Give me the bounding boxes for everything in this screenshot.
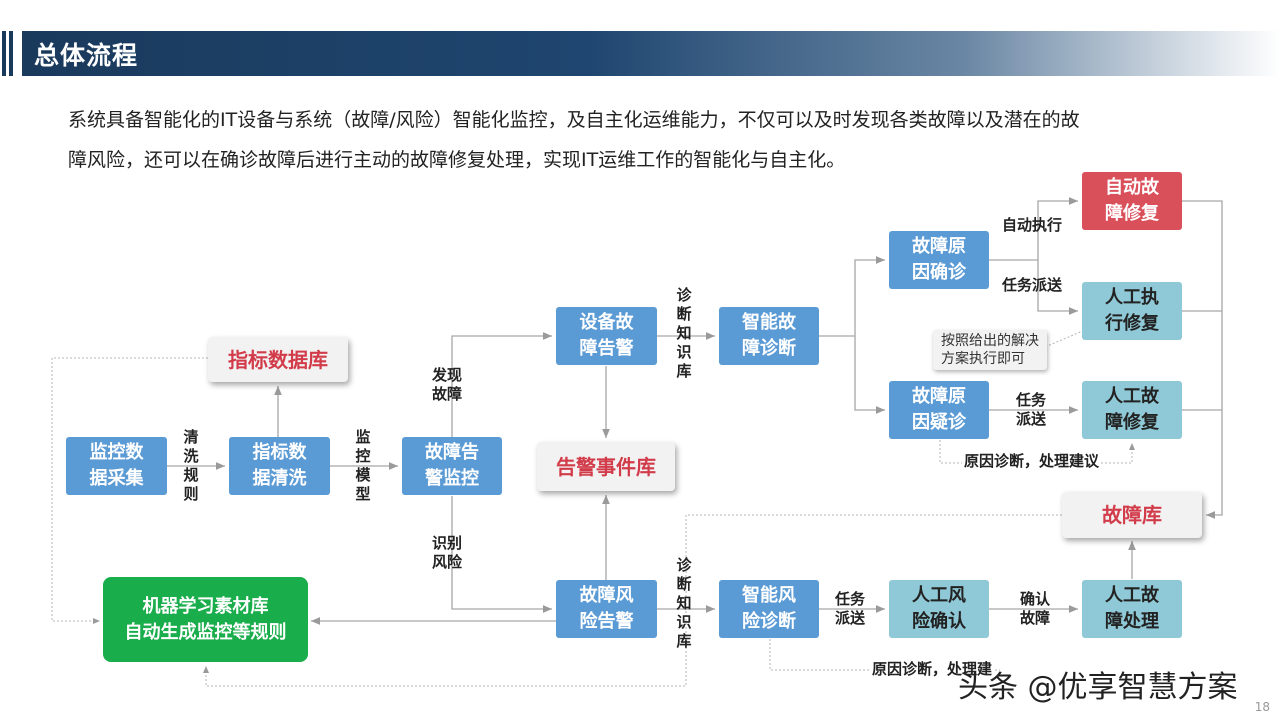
label-task-dispatch: 任务 派送 — [1016, 391, 1047, 428]
node-ml-library: 机器学习素材库 自动生成监控等规则 — [103, 577, 308, 662]
label-monitor-model: 监控模型 — [355, 428, 371, 503]
fault-database-label: 故障库 — [1102, 503, 1162, 527]
node-risk-alarm: 故障风 险告警 — [556, 580, 657, 638]
label-auto-exec: 自动执行 — [1002, 216, 1063, 234]
node-manual-risk-confirm: 人工风 险确认 — [889, 580, 989, 638]
fault-database: 故障库 — [1062, 492, 1202, 538]
node-alarm-monitoring: 故障告 警监控 — [402, 437, 502, 495]
page-title: 总体流程 — [34, 41, 139, 70]
intro-paragraph: 系统具备智能化的IT设备与系统（故障/风险）智能化监控，及自主化运维能力，不仅可… — [68, 100, 1218, 180]
page-number: 18 — [1254, 700, 1270, 714]
node-auto-repair: 自动故 障修复 — [1082, 172, 1182, 230]
node-data-collection: 监控数 据采集 — [66, 437, 167, 495]
tooltip-exec-solution: 按照给出的解决 方案执行即可 — [933, 330, 1047, 370]
label-task-dispatch: 任务派送 — [1002, 276, 1063, 294]
label-confirm-fault: 确认 故障 — [1020, 590, 1051, 627]
intro-line: 障风险，还可以在确诊故障后进行主动的故障修复处理，实现IT运维工作的智能化与自主… — [68, 149, 846, 171]
node-cause-confirmed: 故障原 因确诊 — [889, 231, 989, 289]
node-smart-fault-diagnosis: 智能故 障诊断 — [719, 307, 819, 365]
node-device-fault-alarm: 设备故 障告警 — [556, 307, 657, 365]
label-cause-advice: 原因诊断，处理建议 — [962, 452, 1102, 471]
label-identify-risk: 识别 风险 — [432, 534, 463, 571]
label-find-fault: 发现 故障 — [432, 366, 463, 403]
header-accent-bar — [2, 31, 6, 76]
header-banner — [22, 31, 1280, 76]
intro-line: 系统具备智能化的IT设备与系统（故障/风险）智能化监控，及自主化运维能力，不仅可… — [68, 109, 1080, 131]
node-manual-repair: 人工故 障修复 — [1082, 381, 1182, 439]
node-manual-fault-handling: 人工故 障处理 — [1082, 580, 1182, 638]
header-accent-bar — [9, 31, 13, 76]
label-clean-rules: 清洗规则 — [183, 428, 199, 503]
label-cause-advice-bottom: 原因诊断，处理建 — [870, 660, 995, 679]
label-diag-knowledge-base: 诊断知识库 — [676, 286, 692, 380]
alarm-event-database: 告警事件库 — [537, 442, 675, 491]
node-metric-cleaning: 指标数 据清洗 — [229, 437, 330, 495]
metrics-database: 指标数据库 — [208, 337, 348, 382]
watermark: 头条 @优享智慧方案 — [958, 670, 1238, 705]
label-task-dispatch: 任务 派送 — [835, 590, 866, 627]
node-smart-risk-diagnosis: 智能风 险诊断 — [719, 580, 819, 638]
label-diag-knowledge-base: 诊断知识库 — [676, 556, 692, 650]
metrics-database-label: 指标数据库 — [228, 347, 328, 372]
alarm-event-database-label: 告警事件库 — [556, 454, 656, 479]
node-manual-exec-repair: 人工执 行修复 — [1082, 282, 1182, 340]
node-cause-suspected: 故障原 因疑诊 — [889, 381, 989, 439]
